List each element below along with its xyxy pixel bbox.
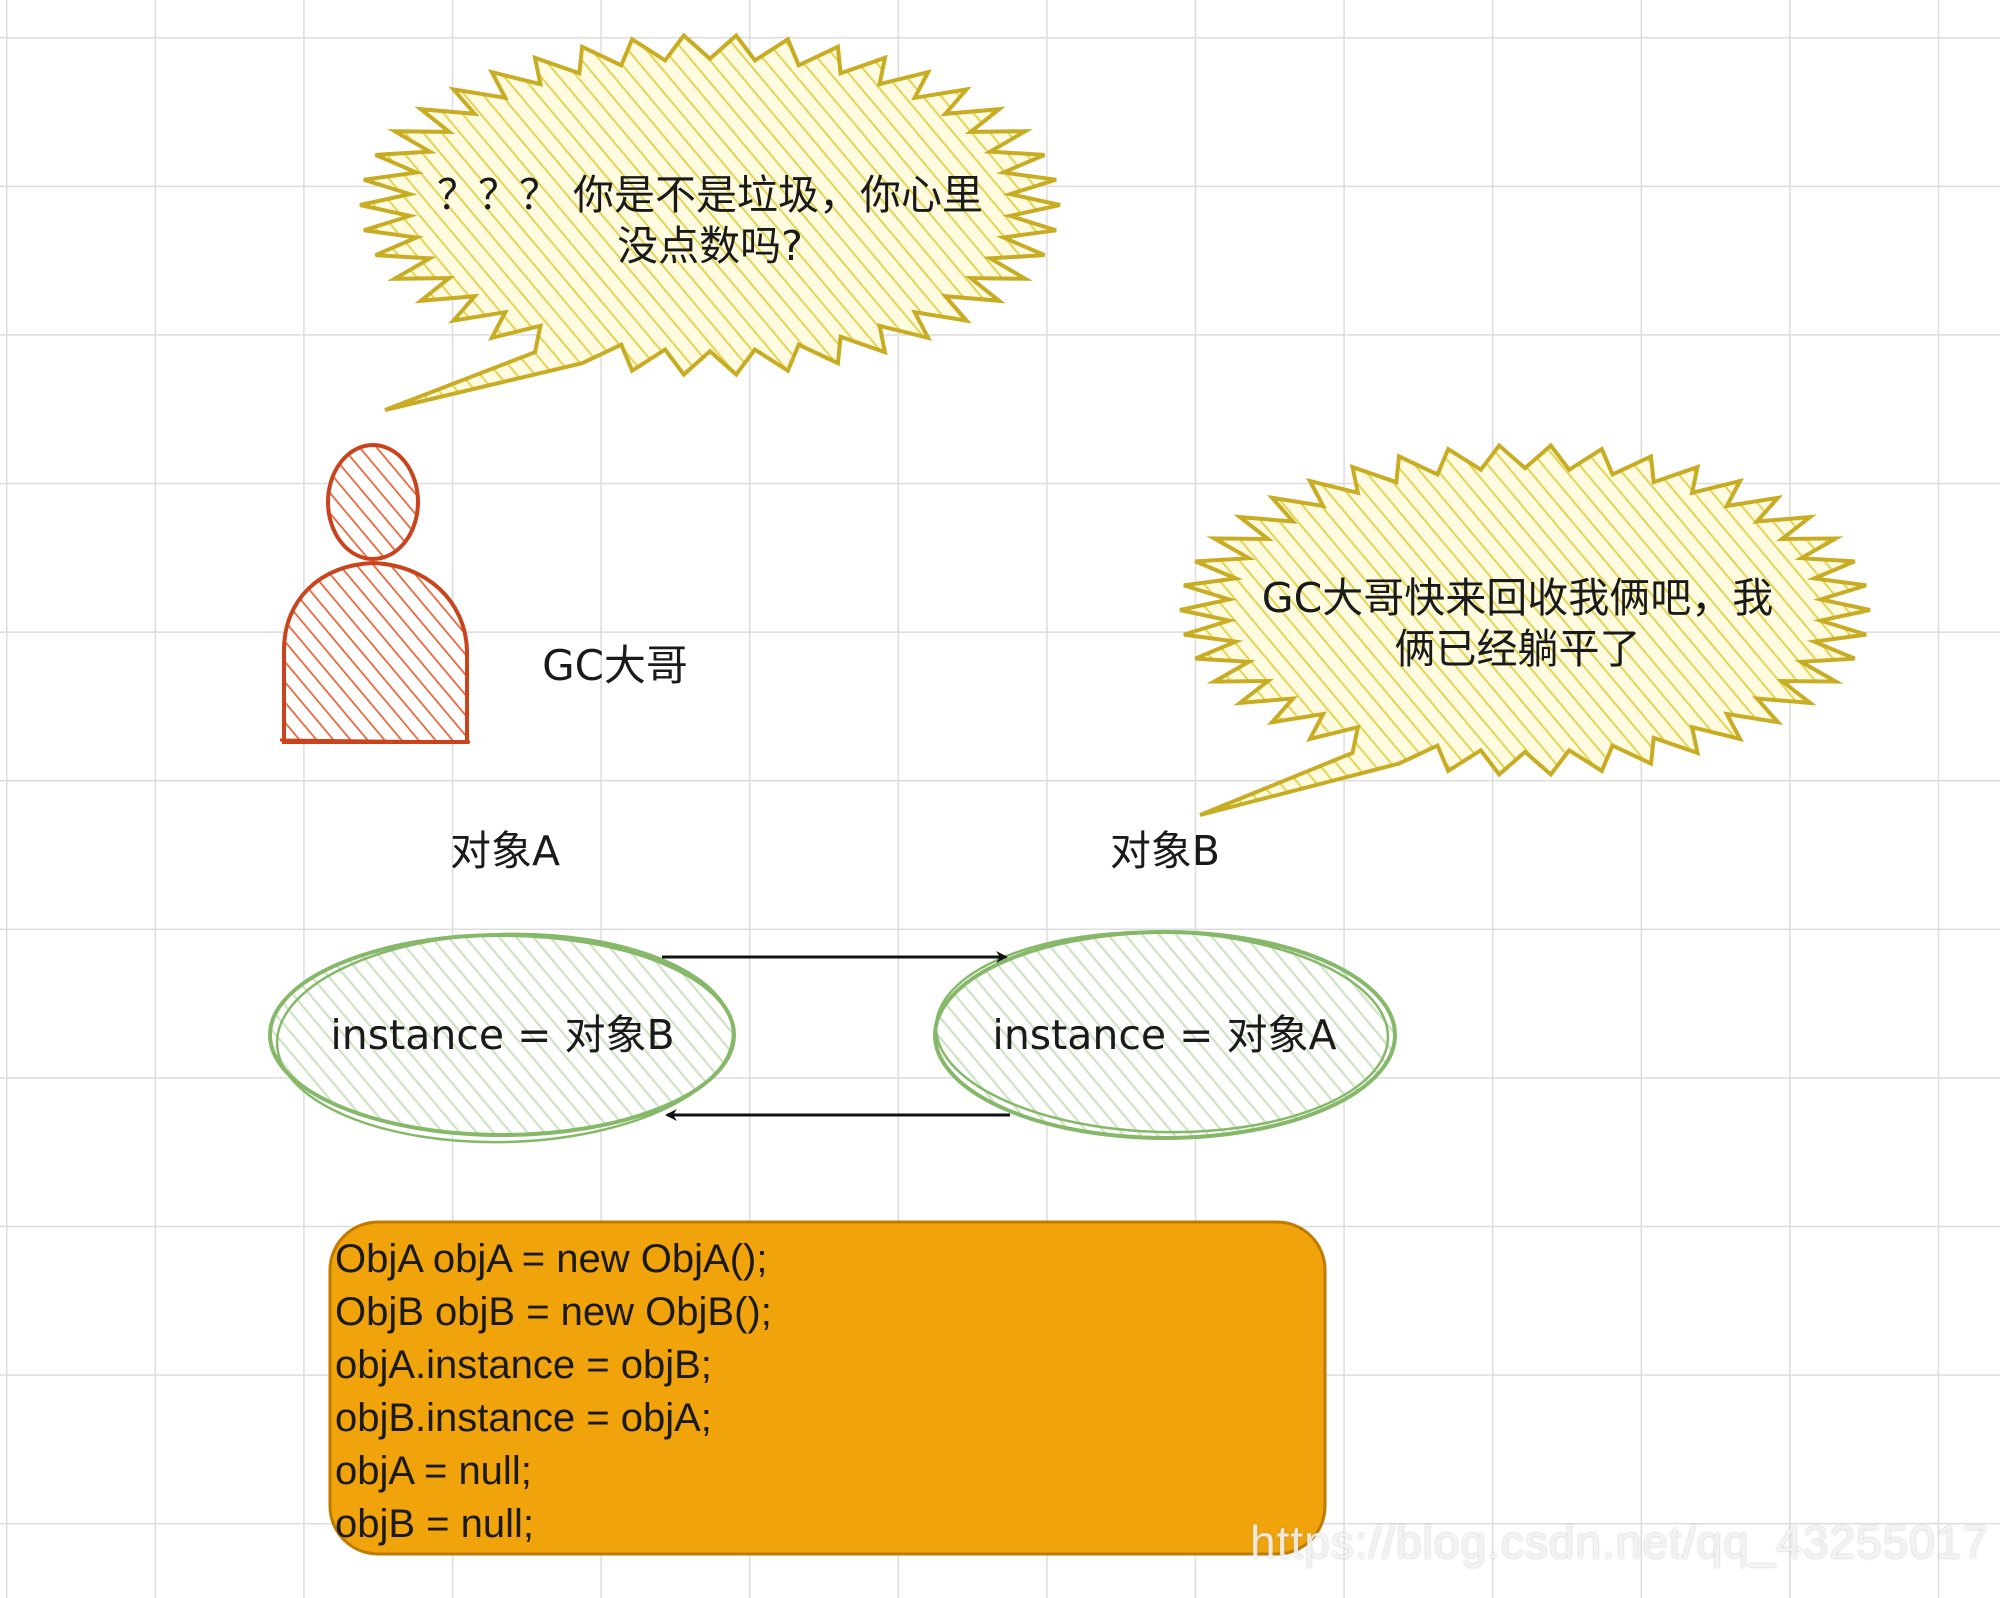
- code-line: objA.instance = objB;: [335, 1343, 712, 1387]
- speech-bubble-right: [1179, 442, 1871, 817]
- bubble-right-line2: 俩已经躺平了: [1394, 625, 1641, 674]
- code-line: objB.instance = objA;: [335, 1396, 712, 1440]
- code-block: ObjA objA = new ObjA(); ObjB objB = new …: [335, 1233, 1320, 1553]
- code-line: ObjA objA = new ObjA();: [335, 1237, 768, 1281]
- object-b-ellipse: [933, 930, 1397, 1140]
- person-icon: [279, 443, 471, 744]
- bubble-top-text: ？？？ 你是不是垃圾，你心里 没点数吗?: [405, 170, 1015, 273]
- bubble-right-text: GC大哥快来回收我俩吧，我 俩已经躺平了: [1225, 573, 1810, 676]
- watermark: https://blog.csdn.net/qq_43255017: [1250, 1516, 1989, 1568]
- object-a-content: instance = 对象B: [330, 1011, 675, 1059]
- object-b-title: 对象B: [1109, 827, 1221, 875]
- code-box: [328, 1220, 1327, 1556]
- code-line: objB = null;: [335, 1502, 535, 1546]
- code-line: ObjB objB = new ObjB();: [335, 1290, 772, 1334]
- bubble-top-line1: ？？？ 你是不是垃圾，你心里: [436, 171, 984, 219]
- object-b-content: instance = 对象A: [992, 1011, 1337, 1059]
- code-line: objA = null;: [335, 1449, 532, 1493]
- object-a-title: 对象A: [449, 827, 561, 875]
- speech-bubble-top: [359, 32, 1061, 412]
- object-a-ellipse: [268, 932, 736, 1144]
- bubble-right-line1: GC大哥快来回收我俩吧，我: [1261, 574, 1774, 622]
- bubble-top-line2: 没点数吗?: [617, 222, 803, 271]
- gc-label: GC大哥: [542, 641, 688, 690]
